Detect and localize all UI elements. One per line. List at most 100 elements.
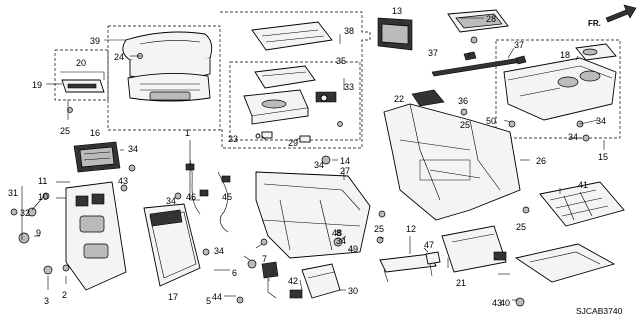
callout-30: 30 <box>348 286 358 296</box>
callout-46: 46 <box>186 192 196 202</box>
callout-39: 39 <box>90 36 100 46</box>
callout-20: 20 <box>76 58 86 68</box>
callout-34e: 34 <box>596 116 606 126</box>
armrest-group-boundary <box>107 25 221 131</box>
clip-47 <box>425 251 441 265</box>
callout-34a: 34 <box>128 144 138 154</box>
callout-5: 5 <box>206 296 211 306</box>
callout-27: 27 <box>340 166 350 176</box>
callout-10: 10 <box>38 192 48 202</box>
callout-29: 29 <box>288 138 298 148</box>
rear-tray-group-boundary <box>495 39 621 139</box>
callout-12: 12 <box>406 224 416 234</box>
bracket-30 <box>301 263 341 299</box>
callout-44: 44 <box>212 292 222 302</box>
callout-9: 9 <box>36 228 41 238</box>
callout-34c: 34 <box>214 246 224 256</box>
callout-34b: 34 <box>166 196 176 206</box>
callout-33: 33 <box>344 82 354 92</box>
callout-18: 18 <box>560 50 570 60</box>
callout-25b: 25 <box>460 120 470 130</box>
connector-42 <box>289 289 303 299</box>
lid-group-boundary <box>220 11 371 149</box>
callout-31: 31 <box>8 188 18 198</box>
callout-49: 49 <box>348 244 358 254</box>
small-part-29 <box>299 135 311 143</box>
hinge-group-boundary <box>54 49 109 101</box>
lid-insert-middle <box>254 65 316 89</box>
callout-34f: 34 <box>568 132 578 142</box>
callout-8: 8 <box>336 228 341 238</box>
callout-labels: 1 2 3 5 6 7 8 9 10 11 12 13 14 15 16 17 … <box>8 6 608 308</box>
latch-33 <box>315 91 337 103</box>
diagram-code: SJCAB3740 <box>576 306 623 316</box>
callout-37b: 37 <box>514 40 524 50</box>
callout-15: 15 <box>598 152 608 162</box>
cup-holder-18 <box>575 43 617 61</box>
fastener-circles <box>10 36 590 307</box>
callout-37a: 37 <box>428 48 438 58</box>
panel-13 <box>377 17 413 51</box>
callout-34g: 34 <box>314 160 324 170</box>
console-body <box>383 103 521 221</box>
frame-27 <box>255 171 371 259</box>
hinge-bracket <box>60 71 105 93</box>
tray-40 <box>514 243 616 283</box>
callout-25d: 25 <box>516 222 526 232</box>
callout-41: 41 <box>578 180 588 190</box>
lid-insert-upper <box>251 21 333 51</box>
connector-7 <box>261 261 279 299</box>
callout-34d: 34 <box>336 236 346 246</box>
callout-48: 48 <box>332 228 342 238</box>
pad-28 <box>447 9 509 33</box>
callout-13: 13 <box>392 6 402 16</box>
front-arrow: FR. <box>588 4 637 28</box>
harness-45 <box>217 171 231 233</box>
callout-43b: 43 <box>492 298 502 308</box>
box-21 <box>441 225 507 273</box>
console-tray <box>243 89 309 125</box>
armrest-base <box>127 72 211 102</box>
callout-14: 14 <box>340 156 350 166</box>
callout-43a: 43 <box>118 176 128 186</box>
callout-40: 40 <box>500 298 510 308</box>
tray-group-boundary <box>229 61 361 141</box>
callout-24: 24 <box>114 52 124 62</box>
rail-37 <box>431 51 527 77</box>
callout-7: 7 <box>262 254 267 264</box>
callout-50: 50 <box>486 116 496 126</box>
vent-16 <box>73 141 121 173</box>
callout-23: 23 <box>228 134 238 144</box>
storage-tray-41 <box>539 181 625 227</box>
callout-22: 22 <box>394 94 404 104</box>
callout-16: 16 <box>90 128 100 138</box>
callout-2: 2 <box>62 290 67 300</box>
callout-28: 28 <box>486 14 496 24</box>
rear-tray <box>503 57 617 121</box>
callout-17: 17 <box>168 292 178 302</box>
harness-46 <box>185 159 209 215</box>
callout-35: 35 <box>336 56 346 66</box>
callout-25c: 25 <box>374 224 384 234</box>
callout-19: 19 <box>32 80 42 90</box>
callout-42: 42 <box>288 276 298 286</box>
callout-36: 36 <box>458 96 468 106</box>
callout-26: 26 <box>536 156 546 166</box>
leader-lines <box>21 17 605 301</box>
rear-panel <box>65 181 127 291</box>
callout-1: 1 <box>185 128 190 138</box>
callout-11: 11 <box>38 176 47 186</box>
callout-25a: 25 <box>60 126 70 136</box>
callout-3: 3 <box>44 296 49 306</box>
callout-38: 38 <box>344 26 354 36</box>
cover-17 <box>143 203 201 287</box>
small-part-23 <box>255 131 273 139</box>
callout-6: 6 <box>232 268 237 278</box>
callout-47: 47 <box>424 240 434 250</box>
callout-32: 32 <box>20 208 30 218</box>
fr-label: FR. <box>588 19 601 28</box>
bracket-12 <box>379 253 437 283</box>
plate-22 <box>411 89 445 107</box>
callout-45: 45 <box>222 192 232 202</box>
